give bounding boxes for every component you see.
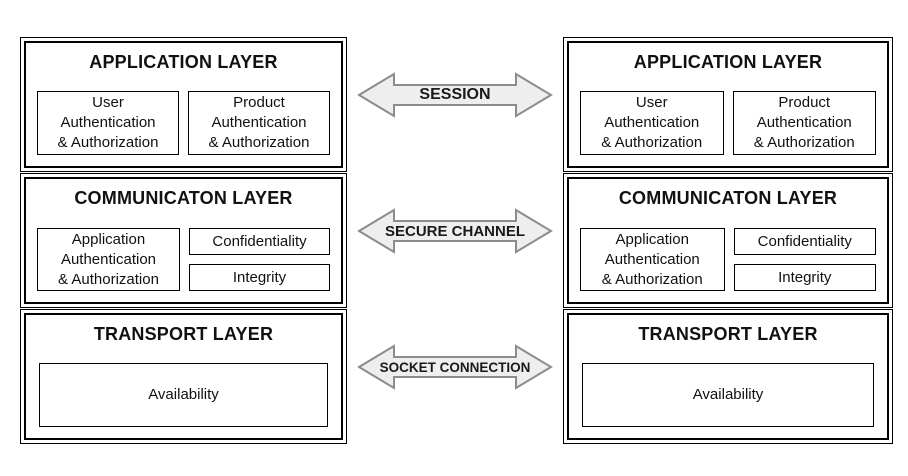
left-application-layer: APPLICATION LAYER User Authentication & … <box>20 37 347 172</box>
left-transport-layer-frame: TRANSPORT LAYER Availability <box>24 313 343 440</box>
left-communication-cells: Application Authentication & Authorizati… <box>37 228 330 291</box>
left-confidentiality-cell: Confidentiality <box>189 228 330 255</box>
right-application-layer-frame: APPLICATION LAYER User Authentication & … <box>567 41 889 168</box>
socket-connection-label: SOCKET CONNECTION <box>379 359 531 375</box>
right-product-auth-cell: Product Authentication & Authorization <box>732 91 876 155</box>
left-application-auth-cell: Application Authentication & Authorizati… <box>37 228 180 291</box>
right-communication-right-column: Confidentiality Integrity <box>733 228 876 291</box>
secure-channel-label: SECURE CHANNEL <box>384 222 525 240</box>
socket-connection-arrow: SOCKET CONNECTION <box>357 343 553 391</box>
right-transport-layer-frame: TRANSPORT LAYER Availability <box>567 313 889 440</box>
left-communication-layer-title: COMMUNICATON LAYER <box>74 188 293 208</box>
left-integrity-cell: Integrity <box>189 264 330 291</box>
left-availability-cell: Availability <box>39 363 328 427</box>
right-communication-layer-title: COMMUNICATON LAYER <box>618 188 838 208</box>
left-transport-layer-title: TRANSPORT LAYER <box>93 324 274 344</box>
left-application-layer-frame: APPLICATION LAYER User Authentication & … <box>24 41 343 168</box>
right-application-cells: User Authentication & Authorization Prod… <box>580 91 876 155</box>
double-arrow-icon <box>357 208 553 254</box>
right-communication-layer-frame: COMMUNICATON LAYER Application Authentic… <box>567 177 889 304</box>
double-arrow-icon <box>357 344 553 390</box>
right-communication-layer: COMMUNICATON LAYER Application Authentic… <box>563 173 893 308</box>
secure-channel-arrow: SECURE CHANNEL <box>357 207 553 255</box>
right-application-auth-cell: Application Authentication & Authorizati… <box>580 228 725 291</box>
left-product-auth-cell: Product Authentication & Authorization <box>188 91 330 155</box>
socket-connection-connector-row: SOCKET CONNECTION <box>347 309 563 445</box>
left-communication-right-column: Confidentiality Integrity <box>189 228 330 291</box>
left-application-layer-title: APPLICATION LAYER <box>89 52 278 72</box>
right-transport-layer: TRANSPORT LAYER Availability <box>563 309 893 444</box>
left-stack: APPLICATION LAYER User Authentication & … <box>20 37 347 444</box>
right-user-auth-cell: User Authentication & Authorization <box>580 91 724 155</box>
left-application-cells: User Authentication & Authorization Prod… <box>37 91 330 155</box>
right-integrity-cell: Integrity <box>733 264 876 291</box>
connector-column: SESSION SECURE CHANNEL SOCKET CONNECTION <box>347 37 563 445</box>
right-confidentiality-cell: Confidentiality <box>733 228 876 255</box>
left-user-auth-cell: User Authentication & Authorization <box>37 91 179 155</box>
right-stack: APPLICATION LAYER User Authentication & … <box>563 37 893 444</box>
left-communication-layer: COMMUNICATON LAYER Application Authentic… <box>20 173 347 308</box>
left-communication-layer-frame: COMMUNICATON LAYER Application Authentic… <box>24 177 343 304</box>
session-label: SESSION <box>419 86 491 103</box>
session-connector-row: SESSION <box>347 37 563 173</box>
left-transport-layer: TRANSPORT LAYER Availability <box>20 309 347 444</box>
session-arrow: SESSION <box>357 71 553 119</box>
right-application-layer: APPLICATION LAYER User Authentication & … <box>563 37 893 172</box>
right-transport-layer-title: TRANSPORT LAYER <box>638 324 818 344</box>
right-application-layer-title: APPLICATION LAYER <box>633 52 823 72</box>
right-communication-cells: Application Authentication & Authorizati… <box>580 228 876 291</box>
right-availability-cell: Availability <box>582 363 874 427</box>
secure-channel-connector-row: SECURE CHANNEL <box>347 173 563 309</box>
double-arrow-icon <box>357 72 553 118</box>
